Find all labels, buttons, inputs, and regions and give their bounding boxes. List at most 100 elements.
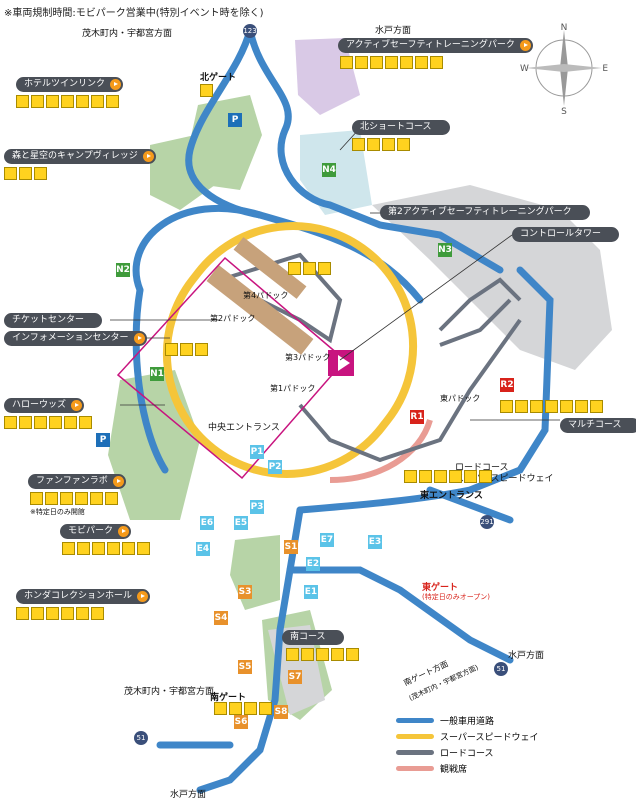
parking-n4: N4 [322,163,336,177]
legend-label-roadcourse: ロードコース [440,748,494,759]
arrow-right-icon [110,79,122,90]
road-label-mito-east: 水戸方面 [508,651,545,661]
route-51-east-marker: 51 [494,662,508,676]
paddock-building-2 [233,237,307,299]
label-paddock4: 第4パドック [243,291,289,300]
amenity-icons-hello-woods [4,416,92,429]
legend-roadcourse: ロードコース [396,744,538,760]
parking-p3: P3 [250,500,264,514]
amenity-icons-mobipark [62,542,150,555]
legend-label-stands: 観戦席 [440,764,468,775]
label-road-course: ロードコース [455,463,509,473]
label-east-gate: 東ゲート [422,583,459,593]
arrow-right-icon [519,40,531,51]
pill-north-short-label: 北ショートコース [360,122,432,132]
parking-p-north: P [228,113,242,127]
pill-north-short[interactable]: 北ショートコース [352,120,450,135]
route-51-west-marker: 51 [134,731,148,745]
compass-icon: N S E W [520,23,608,114]
parking-e7: E7 [320,533,334,547]
pill-fanfun-label: ファンファンラボ [36,476,108,486]
legend-swatch-road [396,717,434,723]
legend-public-road: 一般車用道路 [396,712,538,728]
pill-mobipark-label: モビパーク [68,526,114,536]
label-east-paddock: 東パドック [440,394,481,403]
label-paddock1: 第1パドック [270,384,316,393]
compass-s: S [561,107,567,114]
pill-active-safety2[interactable]: 第2アクティブセーフティトレーニングパーク [380,205,590,220]
pill-hotel[interactable]: ホテルツインリンク [16,77,124,92]
pill-camp-label: 森と星空のキャンプヴィレッジ [12,151,138,161]
route-123-marker: 123 [243,24,257,38]
stands-arc [329,419,433,483]
label-east-gate-note: (特定日のみオープン) [422,593,491,601]
parking-p1: P1 [250,445,264,459]
pill-honda-collection-label: ホンダコレクションホール [24,591,133,601]
pill-active-safety-label: アクティブセーフティトレーニングパーク [346,40,515,50]
label-paddock2: 第2パドック [210,314,256,323]
compass-w: W [520,64,529,74]
arrow-right-icon [118,526,130,537]
legend-swatch-roadcourse [396,749,434,755]
parking-n1: N1 [150,367,164,381]
arrow-right-icon [137,591,149,602]
parking-s6: S6 [234,715,248,729]
pill-south-course[interactable]: 南コース [282,630,344,645]
pill-multi-label: マルチコース [568,420,622,430]
pill-hello-woods-label: ハローウッズ [12,400,67,410]
parking-s3: S3 [238,585,252,599]
amenity-icons-south-gate [214,702,272,715]
pill-fanfun[interactable]: ファンファンラボ [28,474,126,489]
road-label-mito-top: 水戸方面 [375,26,412,36]
legend-swatch-speedway [396,733,434,739]
pill-active-safety2-label: 第2アクティブセーフティトレーニングパーク [388,207,572,217]
pill-camp[interactable]: 森と星空のキャンプヴィレッジ [4,149,156,164]
legend-stands: 観戦席 [396,760,538,776]
arrow-right-icon [112,476,124,487]
amenity-icons-honda [16,607,104,620]
speedway-oval [162,222,418,478]
pill-hotel-label: ホテルツインリンク [24,79,106,89]
vehicle-regulation-note: ※車両規制時間:モビパーク営業中(特別イベント時を除く) [4,8,264,19]
parking-e5: E5 [234,516,248,530]
amenity-icons-south-course [286,648,359,661]
pill-control-tower[interactable]: コントロールタワー [512,227,620,242]
parking-s7: S7 [288,670,302,684]
label-paddock3: 第3パドック [285,353,331,362]
pill-hello-woods[interactable]: ハローウッズ [4,398,85,413]
legend-speedway: スーパースピードウェイ [396,728,538,744]
label-fanfun-note: ※特定日のみ開館 [30,508,85,516]
parking-e6: E6 [200,516,214,530]
pill-honda-collection[interactable]: ホンダコレクションホール [16,589,151,604]
arrow-right-icon [133,333,145,344]
grey-area-shortcourse [300,130,372,215]
green-area-camp [150,135,215,210]
paddock-building [206,265,314,355]
amenity-icons-active [340,56,443,69]
pill-info-label: インフォメーションセンター [12,333,129,343]
parking-r2: R2 [500,378,514,392]
parking-e2: E2 [306,557,320,571]
map-legend: 一般車用道路 スーパースピードウェイ ロードコース 観戦席 [396,712,538,776]
arrow-right-icon [71,400,83,411]
pill-mobipark[interactable]: モビパーク [60,524,132,539]
parking-e3: E3 [368,535,382,549]
pill-control-tower-label: コントロールタワー [520,229,602,239]
pill-multi[interactable]: マルチコース [560,418,636,433]
pill-active-safety[interactable]: アクティブセーフティトレーニングパーク [338,38,533,53]
legend-swatch-stands [396,765,434,771]
public-roads [132,26,554,794]
pill-info[interactable]: インフォメーションセンター [4,331,147,346]
parking-s1: S1 [284,540,298,554]
pill-south-course-label: 南コース [290,632,326,642]
amenity-icons-hotel [16,95,119,108]
pill-ticket[interactable]: チケットセンター [4,313,103,328]
amenity-icons-north-gate [200,84,213,97]
parking-n3: N3 [438,243,452,257]
pill-ticket-label: チケットセンター [12,315,85,325]
parking-e1: E1 [304,585,318,599]
parking-s4: S4 [214,611,228,625]
amenity-icons-multi [500,400,603,413]
arrow-right-icon [142,151,154,162]
